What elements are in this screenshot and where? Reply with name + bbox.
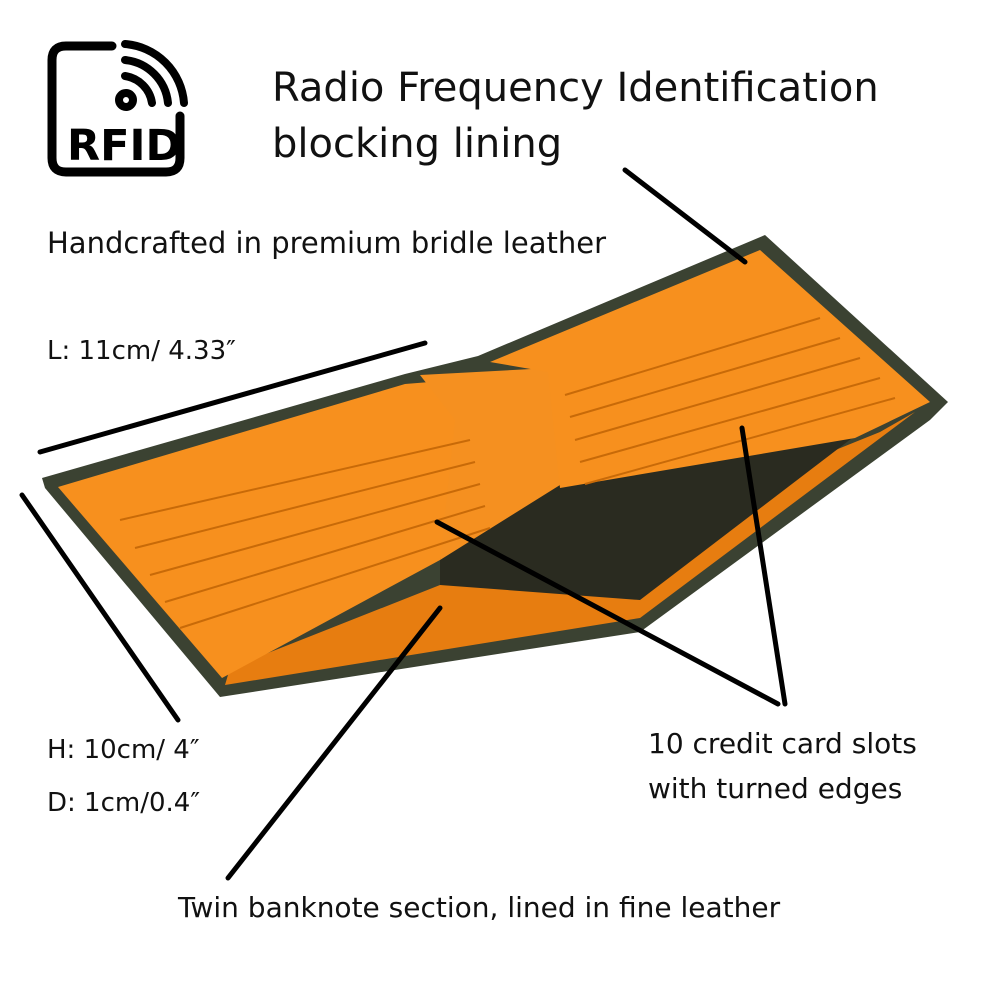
rfid-wireless-icon — [115, 40, 188, 111]
title-line-2: blocking lining — [272, 121, 563, 167]
card-slots-line-2: with turned edges — [648, 772, 903, 805]
rfid-badge-text: RFID — [67, 121, 181, 171]
center-fold — [420, 368, 560, 560]
card-slots-line-1: 10 credit card slots — [648, 727, 917, 760]
height-dimension: H: 10cm/ 4″ — [47, 735, 200, 765]
banknote-section — [225, 412, 915, 685]
title-line-1: Radio Frequency Identification — [272, 65, 879, 111]
material-feature: Handcrafted in premium bridle leather — [47, 226, 606, 260]
rfid-badge: RFID — [47, 40, 188, 177]
annotation-lines — [19, 167, 788, 881]
left-card-panel — [58, 380, 468, 678]
depth-dimension: D: 1cm/0.4″ — [47, 788, 201, 818]
length-dimension: L: 11cm/ 4.33″ — [47, 336, 236, 366]
right-card-panel — [490, 250, 930, 488]
card-slot-edges — [119, 317, 896, 629]
banknote-feature: Twin banknote section, lined in fine lea… — [178, 891, 781, 924]
wallet — [42, 235, 948, 697]
